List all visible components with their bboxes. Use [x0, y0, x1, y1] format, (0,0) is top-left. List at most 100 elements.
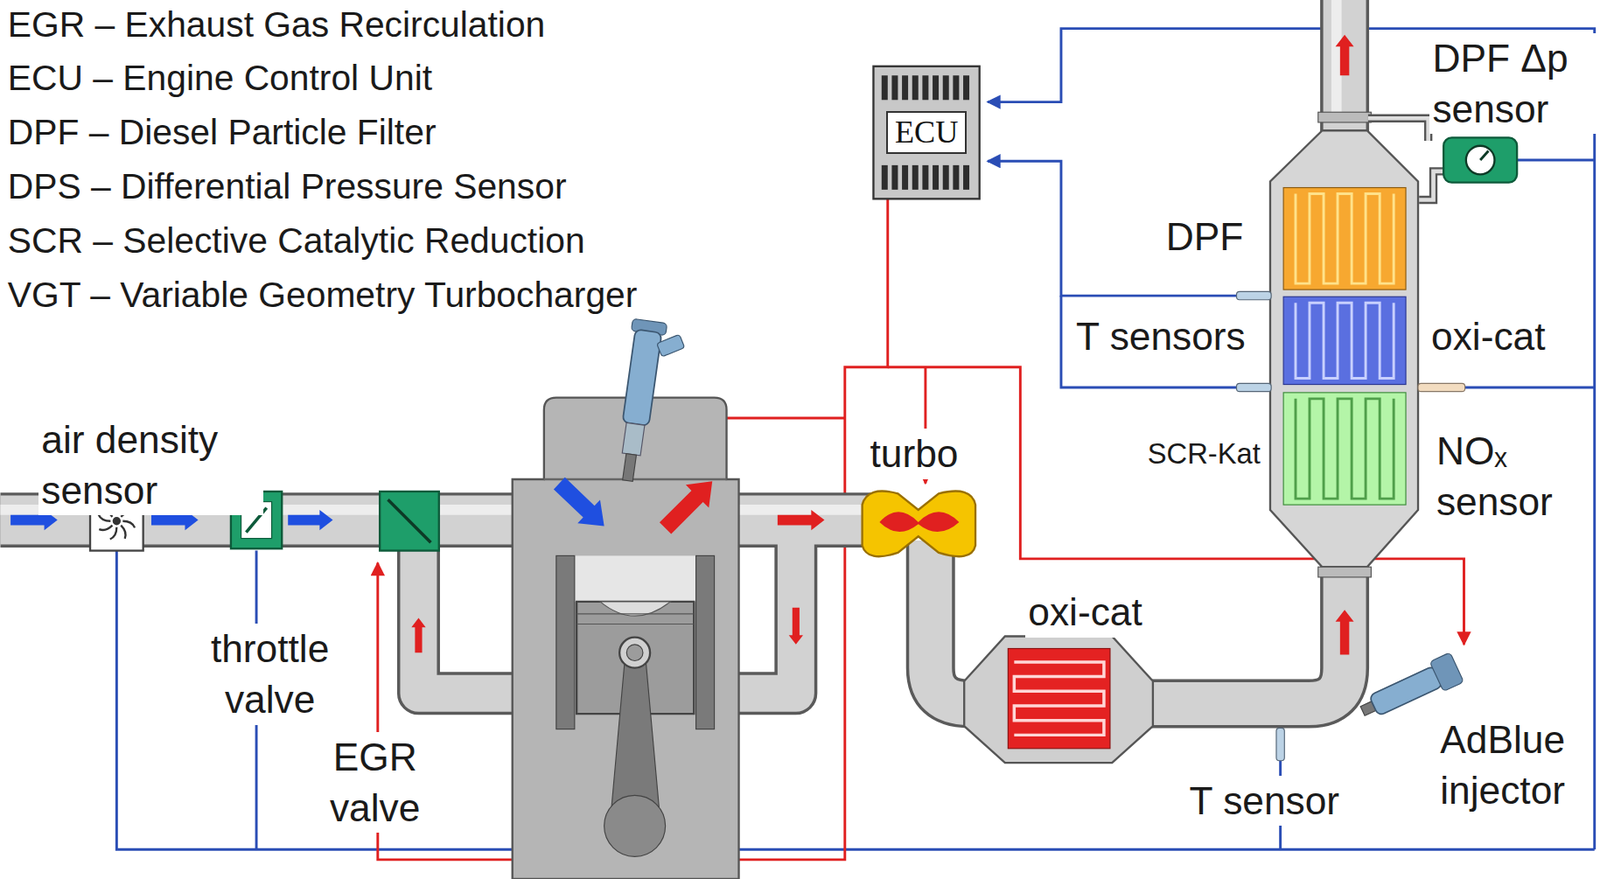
fuel-injector [656, 334, 685, 357]
nox-sensor [1418, 383, 1466, 392]
flow-arrow [553, 477, 605, 527]
part-label: T sensor [1187, 775, 1343, 827]
engine-block [696, 555, 715, 729]
temperature-sensor [1276, 727, 1285, 761]
ecu-housing [881, 75, 970, 190]
engine-block [576, 613, 694, 615]
aftertreatment-tower [1283, 188, 1406, 291]
signal-wire [116, 551, 1594, 851]
ecu-housing [873, 66, 979, 200]
flow-arrow [777, 510, 825, 531]
node-title: ECU [894, 114, 958, 152]
engine-block [512, 398, 740, 879]
abbreviation-entry: VGT – Variable Geometry Turbocharger [5, 272, 641, 319]
oxidation-catalyst [964, 636, 1153, 764]
part-label: AdBlue injector [1413, 714, 1593, 816]
abbreviation-entry: ECU – Engine Control Unit [5, 55, 435, 102]
aftertreatment-tower [1283, 392, 1406, 505]
pipe [1147, 560, 1345, 704]
temperature-sensor [1236, 383, 1272, 392]
abbreviation-entry: EGR – Exhaust Gas Recirculation [5, 1, 548, 49]
engine-block [626, 644, 643, 662]
ecu-housing [881, 75, 888, 100]
turbocharger [862, 491, 976, 558]
ecu-housing [891, 165, 898, 190]
engine-block [556, 555, 575, 729]
engine-block [604, 795, 666, 857]
adblue-injector [1369, 665, 1444, 717]
part-label: oxi-cat [1025, 586, 1145, 638]
ecu-housing [943, 165, 950, 190]
part-label: throttle valve [190, 623, 350, 725]
air-density-sensor [122, 521, 135, 529]
flow-arrow [411, 618, 426, 654]
pipe-outline [930, 540, 970, 705]
part-label: NOₓ sensor [1433, 426, 1593, 527]
aftertreatment-tower [1283, 296, 1406, 385]
ecu-housing [952, 165, 959, 190]
temperature-sensor [1236, 291, 1272, 300]
differential-pressure-sensor [1466, 146, 1496, 175]
abbreviation-entry: DPF – Diesel Particle Filter [5, 109, 440, 156]
ecu-housing [932, 75, 939, 100]
ecu-housing [922, 75, 929, 100]
temperature-sensor [1236, 291, 1286, 761]
fuel-injector [622, 454, 637, 483]
egr-valve [379, 491, 440, 552]
engine-block [512, 398, 740, 879]
pipe-highlight [719, 504, 867, 516]
part-label: SCR-Kat [1145, 435, 1264, 474]
flow-arrow [287, 510, 333, 531]
aftertreatment-tower [1270, 130, 1419, 567]
ecu-housing [943, 75, 950, 100]
oxidation-catalyst [1007, 649, 1111, 749]
aftertreatment-tower [1318, 566, 1372, 578]
flow-arrow [1335, 609, 1355, 655]
signal-wire [1463, 386, 1594, 390]
signal-wire [1516, 159, 1595, 162]
engine-block [619, 637, 650, 669]
adblue-injector [1429, 652, 1464, 692]
catalyst-channel [1295, 398, 1394, 499]
turbocharger [862, 491, 976, 558]
ecu-housing [873, 66, 979, 200]
differential-pressure-sensor [1368, 118, 1429, 141]
ecu-housing [901, 75, 909, 100]
part-label: T sensors [1073, 311, 1249, 363]
differential-pressure-sensor [1480, 151, 1489, 161]
ecu-housing [932, 165, 939, 190]
aftertreatment-tower [1295, 194, 1394, 500]
ecu-housing [912, 165, 919, 190]
flow-arrow [789, 607, 804, 645]
turbocharger [879, 511, 959, 532]
flow-arrow [659, 481, 713, 534]
oxidation-catalyst [964, 636, 1153, 764]
ecu-housing [922, 165, 929, 190]
fuel-injector [621, 422, 645, 456]
aftertreatment-tower [1270, 111, 1419, 578]
engine-block [544, 478, 727, 481]
differential-pressure-sensor [1418, 171, 1445, 201]
air-density-sensor [110, 527, 118, 540]
differential-pressure-sensor [1443, 137, 1517, 182]
engine-block [576, 623, 694, 625]
air-density-sensor [112, 517, 121, 525]
ecu-housing [901, 165, 909, 190]
differential-pressure-sensor [1418, 171, 1445, 201]
aftertreatment-tower [1318, 111, 1372, 123]
part-label: turbo [867, 428, 962, 480]
pipe [930, 540, 970, 705]
part-label: air density sensor [38, 414, 264, 516]
nox-sensor [1418, 383, 1466, 392]
ecu-housing [963, 75, 970, 100]
abbreviation-entry: DPS – Differential Pressure Sensor [5, 163, 570, 210]
catalyst-channel [1295, 302, 1394, 378]
flow-arrow [1335, 34, 1355, 77]
part-label: DPF Δp sensor [1429, 33, 1599, 134]
egr-valve [387, 499, 431, 543]
ecu-box: ECU [886, 111, 967, 155]
ecu-housing [881, 165, 888, 190]
fuel-injector [622, 329, 663, 427]
egr-valve [379, 491, 440, 552]
